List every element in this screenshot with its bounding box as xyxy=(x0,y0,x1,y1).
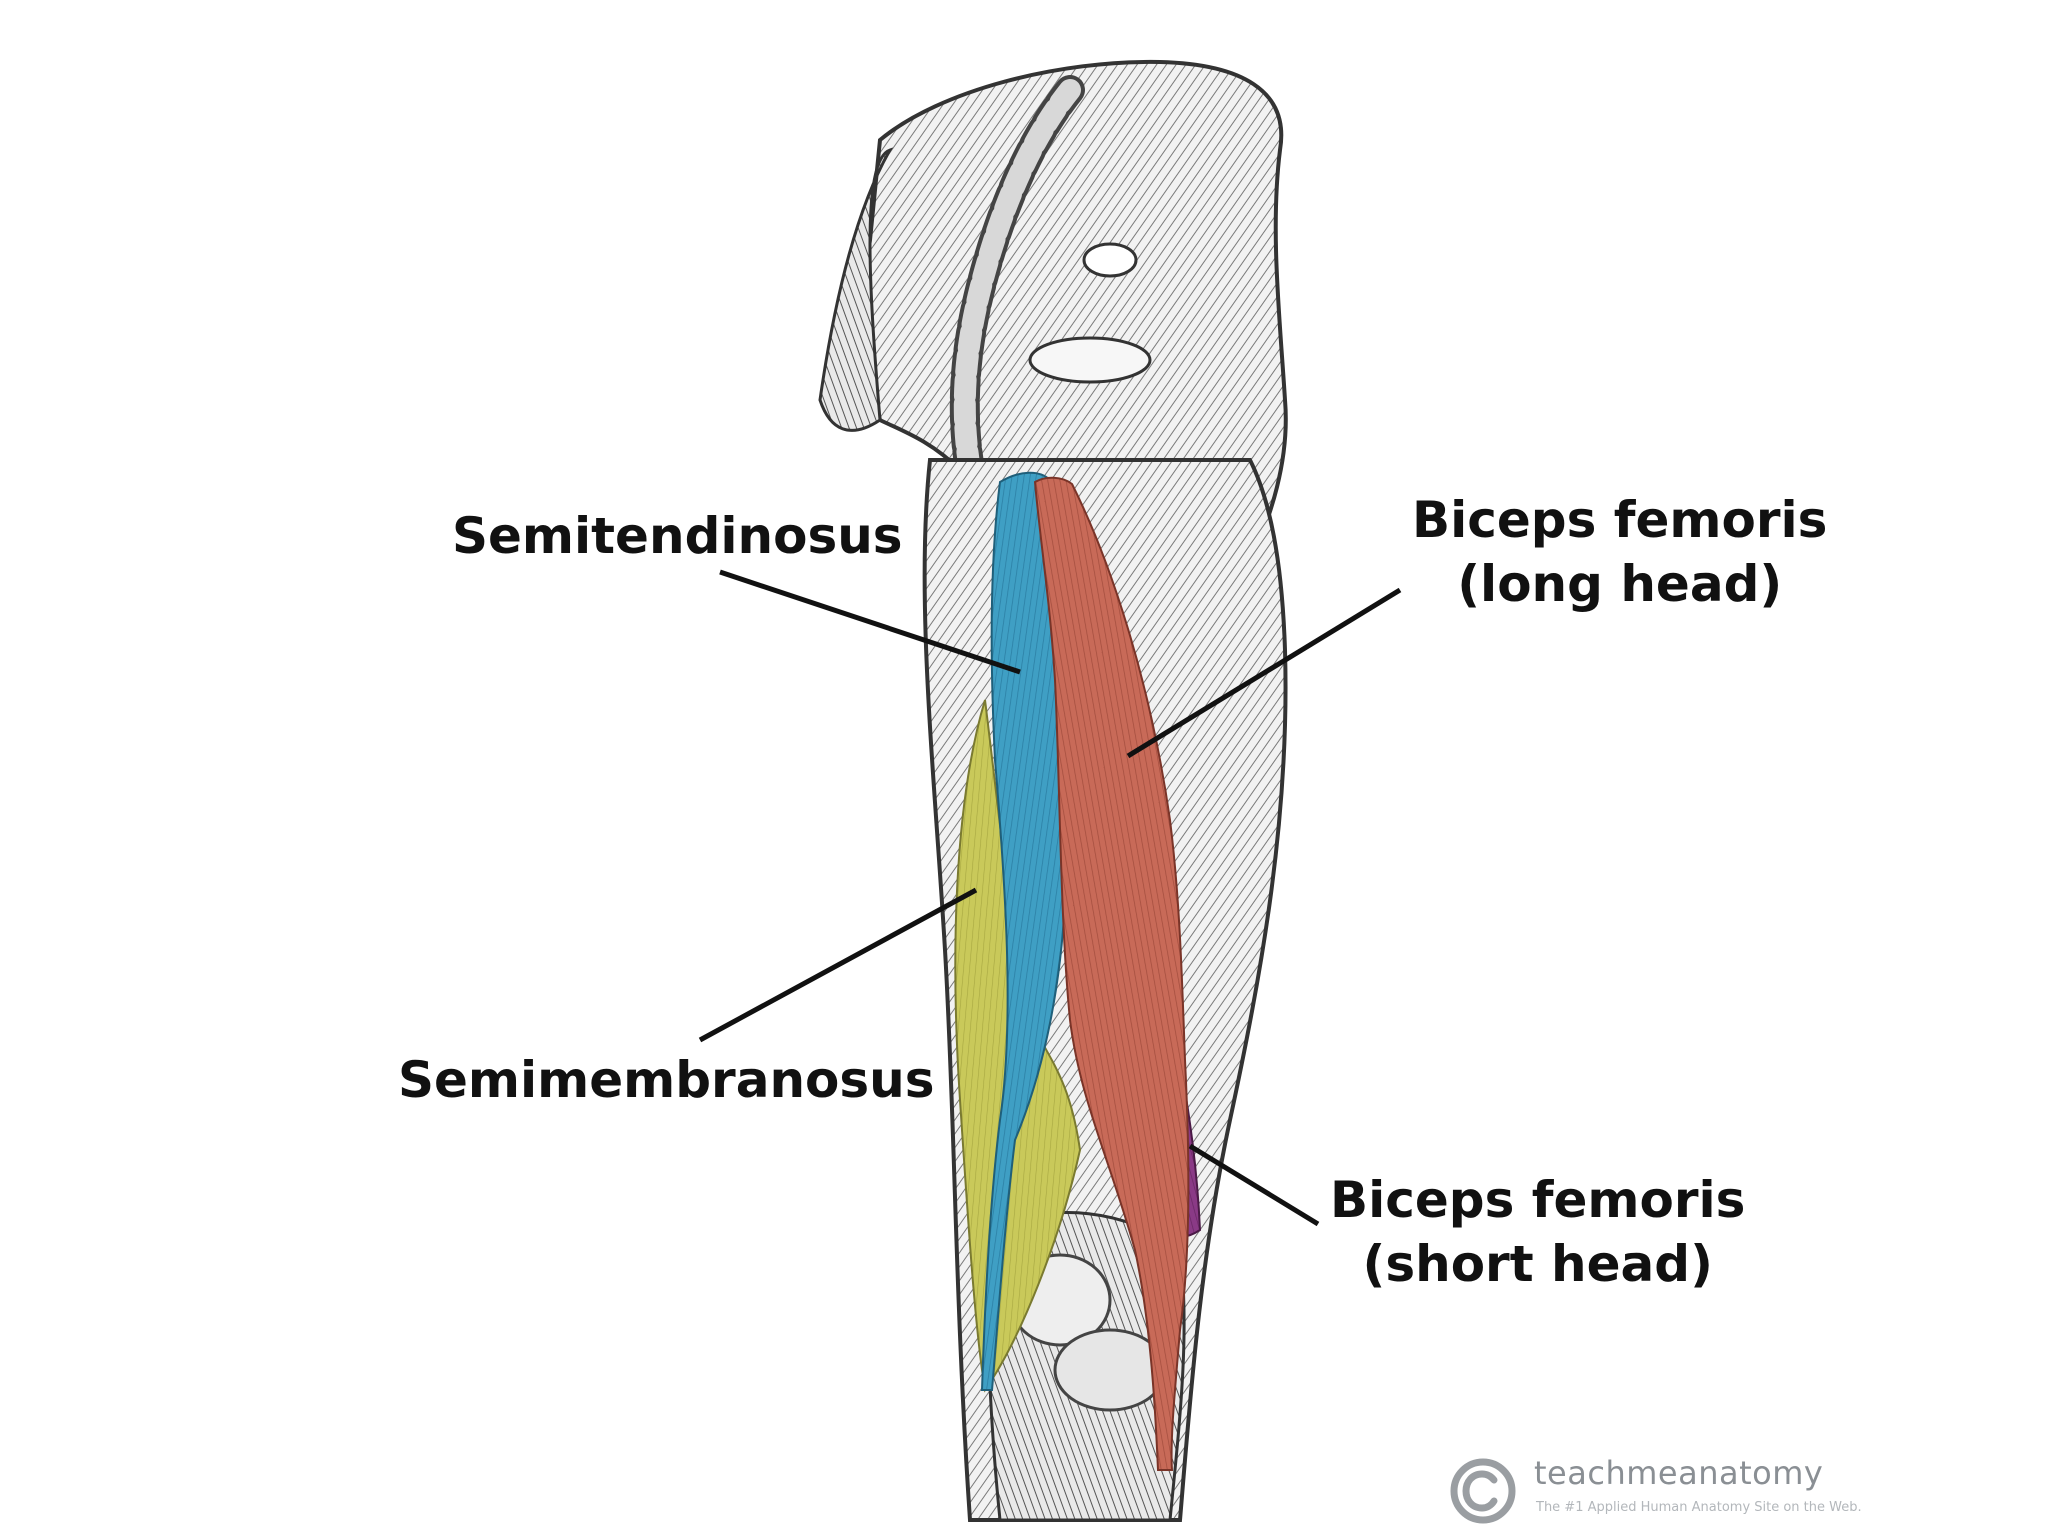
watermark-brand: teachmeanatomy xyxy=(1534,1454,1824,1492)
watermark: teachmeanatomy The #1 Applied Human Anat… xyxy=(1448,1454,1888,1530)
label-biceps-long-line1: Biceps femoris xyxy=(1412,491,1828,549)
label-biceps-long-line2: (long head) xyxy=(1457,555,1783,613)
label-biceps-short-line2: (short head) xyxy=(1362,1235,1713,1293)
label-biceps-femoris-short-head: Biceps femoris (short head) xyxy=(1330,1168,1745,1296)
label-semimembranosus: Semimembranosus xyxy=(398,1051,935,1109)
biceps-femoris-long-head-muscle xyxy=(1033,476,1190,1471)
leader-lines xyxy=(698,569,1402,1227)
copyright-icon xyxy=(1450,1458,1516,1524)
watermark-tagline: The #1 Applied Human Anatomy Site on the… xyxy=(1536,1500,1862,1515)
label-biceps-short-line1: Biceps femoris xyxy=(1330,1171,1746,1229)
label-biceps-femoris-long-head: Biceps femoris (long head) xyxy=(1412,488,1827,616)
knee-region xyxy=(986,1211,1186,1522)
leader-line-semimembranosus xyxy=(698,887,978,1043)
leader-line-semitendinosus xyxy=(719,569,1021,675)
leader-line-biceps-short xyxy=(1188,1143,1320,1227)
gluteal-region xyxy=(818,59,1288,563)
label-semitendinosus: Semitendinosus xyxy=(452,507,903,565)
leader-line-biceps-long xyxy=(1126,587,1402,759)
